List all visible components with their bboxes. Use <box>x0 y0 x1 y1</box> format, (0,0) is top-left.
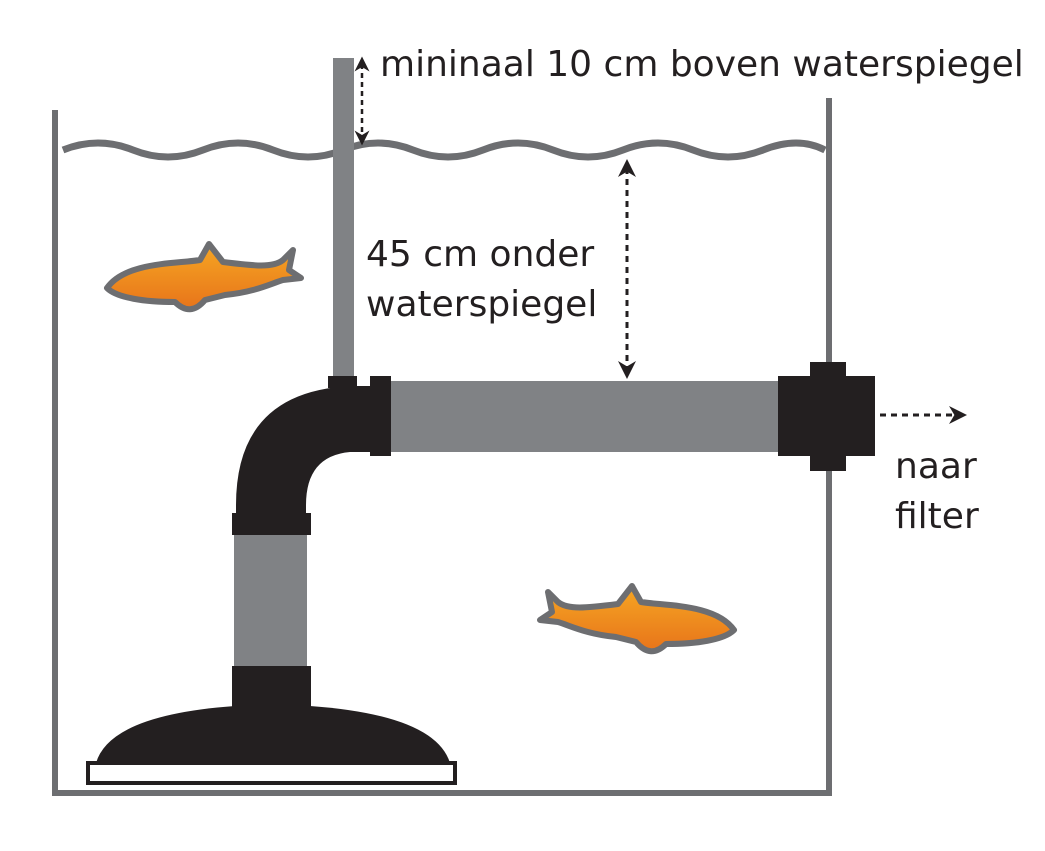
wall-fitting-flange <box>810 362 846 471</box>
goldfish-icon <box>104 241 304 313</box>
min-height-label: mininaal 10 cm boven waterspiegel <box>380 44 1024 85</box>
suction-bell <box>96 706 450 763</box>
depth-label: 45 cm onder waterspiegel <box>366 230 597 330</box>
outlet-label-line1: naar <box>895 446 977 487</box>
elbow-collar-right <box>370 376 391 456</box>
depth-label-line1: 45 cm onder <box>366 234 595 275</box>
tee-collar-top <box>328 376 357 388</box>
depth-label-line2: waterspiegel <box>366 284 598 325</box>
bell-neck <box>232 666 311 710</box>
outlet-label-line2: filter <box>895 496 979 537</box>
outlet-label: naar filter <box>895 442 979 542</box>
elbow-fitting <box>236 386 380 520</box>
bell-base-plate <box>86 761 457 785</box>
goldfish-icon <box>537 583 737 655</box>
elbow-collar-bottom <box>232 513 311 535</box>
vent-pipe <box>333 58 354 380</box>
water-surface <box>61 139 827 161</box>
horizontal-pipe <box>388 381 783 452</box>
riser-pipe <box>234 533 307 668</box>
